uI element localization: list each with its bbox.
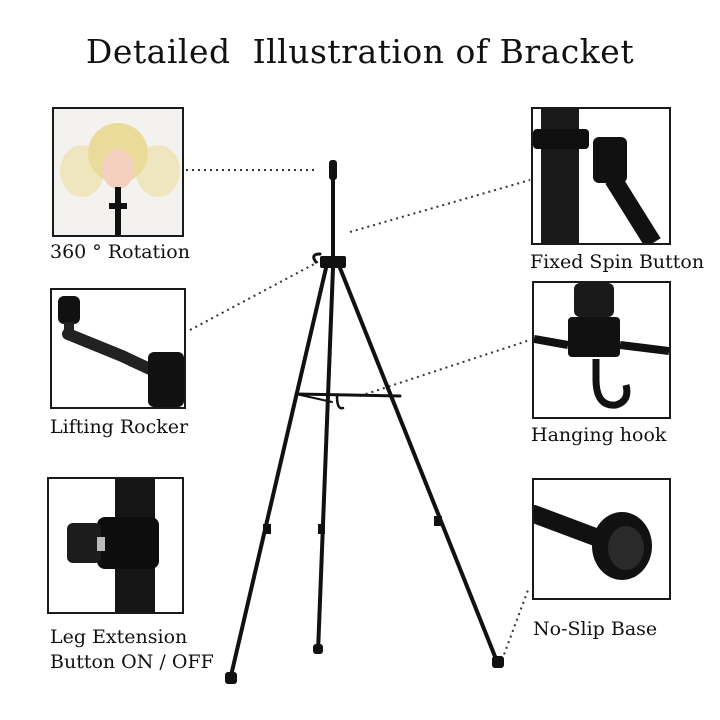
page-title: Detailed Illustration of Bracket [85, 32, 635, 71]
hanging-hook-label: Hanging hook [531, 424, 667, 446]
leg-extension-label-line1: Leg Extension [50, 626, 188, 648]
no-slip-base-photo [532, 478, 671, 600]
rubber-foot-icon [534, 480, 669, 598]
leader-lines [186, 169, 531, 661]
rotation-label: 360 ° Rotation [50, 241, 190, 263]
spin-knob-icon [533, 109, 669, 243]
wig-head-icon [54, 109, 182, 235]
no-slip-base-label: No-Slip Base [533, 618, 658, 640]
rocker-handle-icon [52, 290, 184, 407]
leg-extension-photo [47, 477, 184, 614]
leg-clamp-icon [49, 479, 182, 612]
hanging-hook-photo [532, 281, 671, 419]
rotation-photo [52, 107, 184, 237]
fixed-spin-button-label: Fixed Spin Button [530, 251, 705, 273]
tripod-stand [225, 160, 504, 684]
hook-icon [534, 283, 669, 417]
lifting-rocker-photo [50, 288, 186, 409]
fixed-spin-button-photo [531, 107, 671, 245]
lifting-rocker-label: Lifting Rocker [50, 416, 189, 438]
leg-extension-label-line2: Button ON / OFF [50, 651, 214, 673]
